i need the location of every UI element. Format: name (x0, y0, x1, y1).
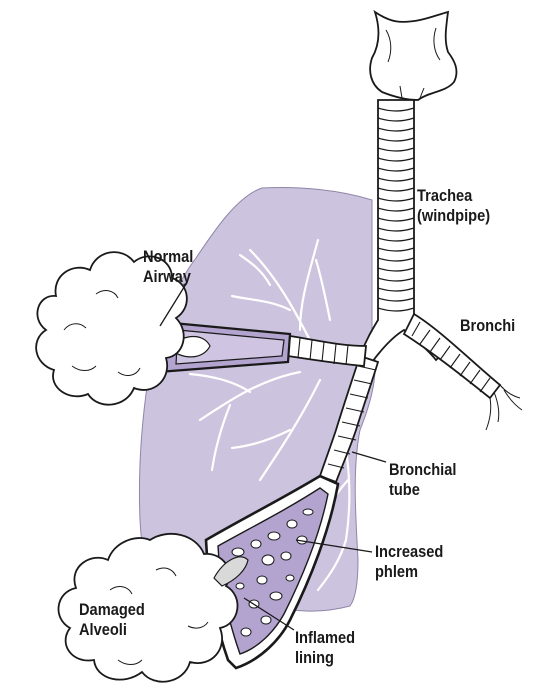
label-trachea-line2: (windpipe) (417, 206, 490, 226)
label-damaged-alveoli: Damaged Alveoli (79, 600, 145, 640)
label-inflamed-lining: Inflamed lining (295, 628, 355, 668)
label-bronchial-tube-line1: Bronchial (389, 460, 456, 480)
label-damaged-alveoli-line1: Damaged (79, 600, 145, 620)
label-bronchial-tube-line2: tube (389, 480, 456, 500)
label-damaged-alveoli-line2: Alveoli (79, 620, 145, 640)
label-bronchi: Bronchi (460, 316, 515, 336)
label-increased-phlem-line2: phlem (375, 562, 443, 582)
label-increased-phlem-line1: Increased (375, 542, 443, 562)
label-trachea: Trachea (windpipe) (417, 186, 490, 226)
label-normal-airway: Normal Airway (143, 247, 193, 287)
label-bronchi-line1: Bronchi (460, 316, 515, 336)
label-normal-airway-line2: Airway (143, 267, 193, 287)
label-inflamed-lining-line2: lining (295, 648, 355, 668)
label-bronchial-tube: Bronchial tube (389, 460, 456, 500)
label-normal-airway-line1: Normal (143, 247, 193, 267)
label-increased-phlem: Increased phlem (375, 542, 443, 582)
label-trachea-line1: Trachea (417, 186, 490, 206)
label-inflamed-lining-line1: Inflamed (295, 628, 355, 648)
